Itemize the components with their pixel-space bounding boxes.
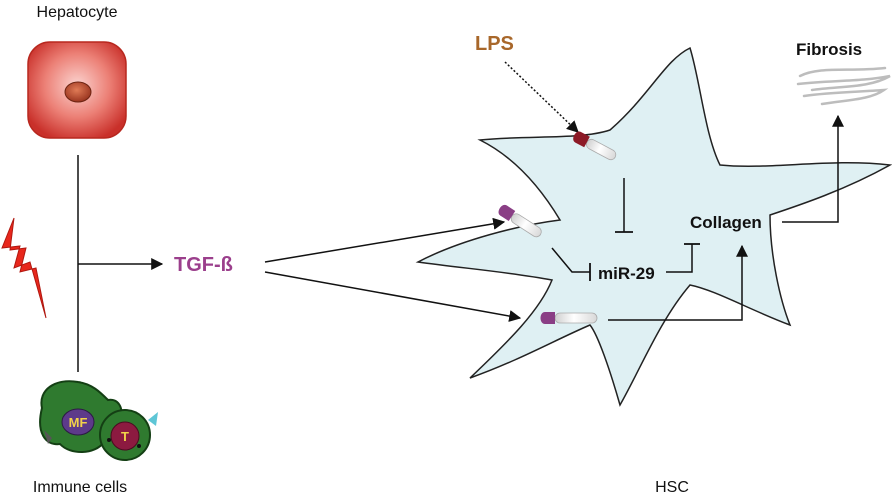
lightning-icon [1,217,47,319]
tgf-inhibit-line [551,247,590,273]
tgf-to-receptor2-arrow [264,271,522,322]
hepatocyte-label: Hepatocyte [37,4,118,21]
fibrosis-label: Fibrosis [796,40,862,59]
t-label: T [121,429,129,444]
tgf-to-receptor1-arrow [264,217,506,263]
mir-inhibit-line [666,244,693,273]
immune-cells-label: Immune cells [33,479,127,496]
receptor2-to-collagen-arrow [608,244,748,321]
lps-arrow [504,61,579,133]
tgf-label: TGF-ß [174,254,233,276]
mir29-label: miR-29 [598,264,655,283]
mf-label: MF [69,415,88,430]
hsc-cell-body [415,46,892,407]
receptor-icon [498,131,617,324]
collagen-to-fibrosis-arrow [782,114,844,223]
hsc-label: HSC [655,479,689,496]
immune-cells-icon [39,380,158,461]
collagen-fibers-icon [796,66,891,106]
collagen-label: Collagen [690,213,762,232]
hepatocyte-cell-icon [27,41,127,139]
lps-label: LPS [475,33,514,55]
